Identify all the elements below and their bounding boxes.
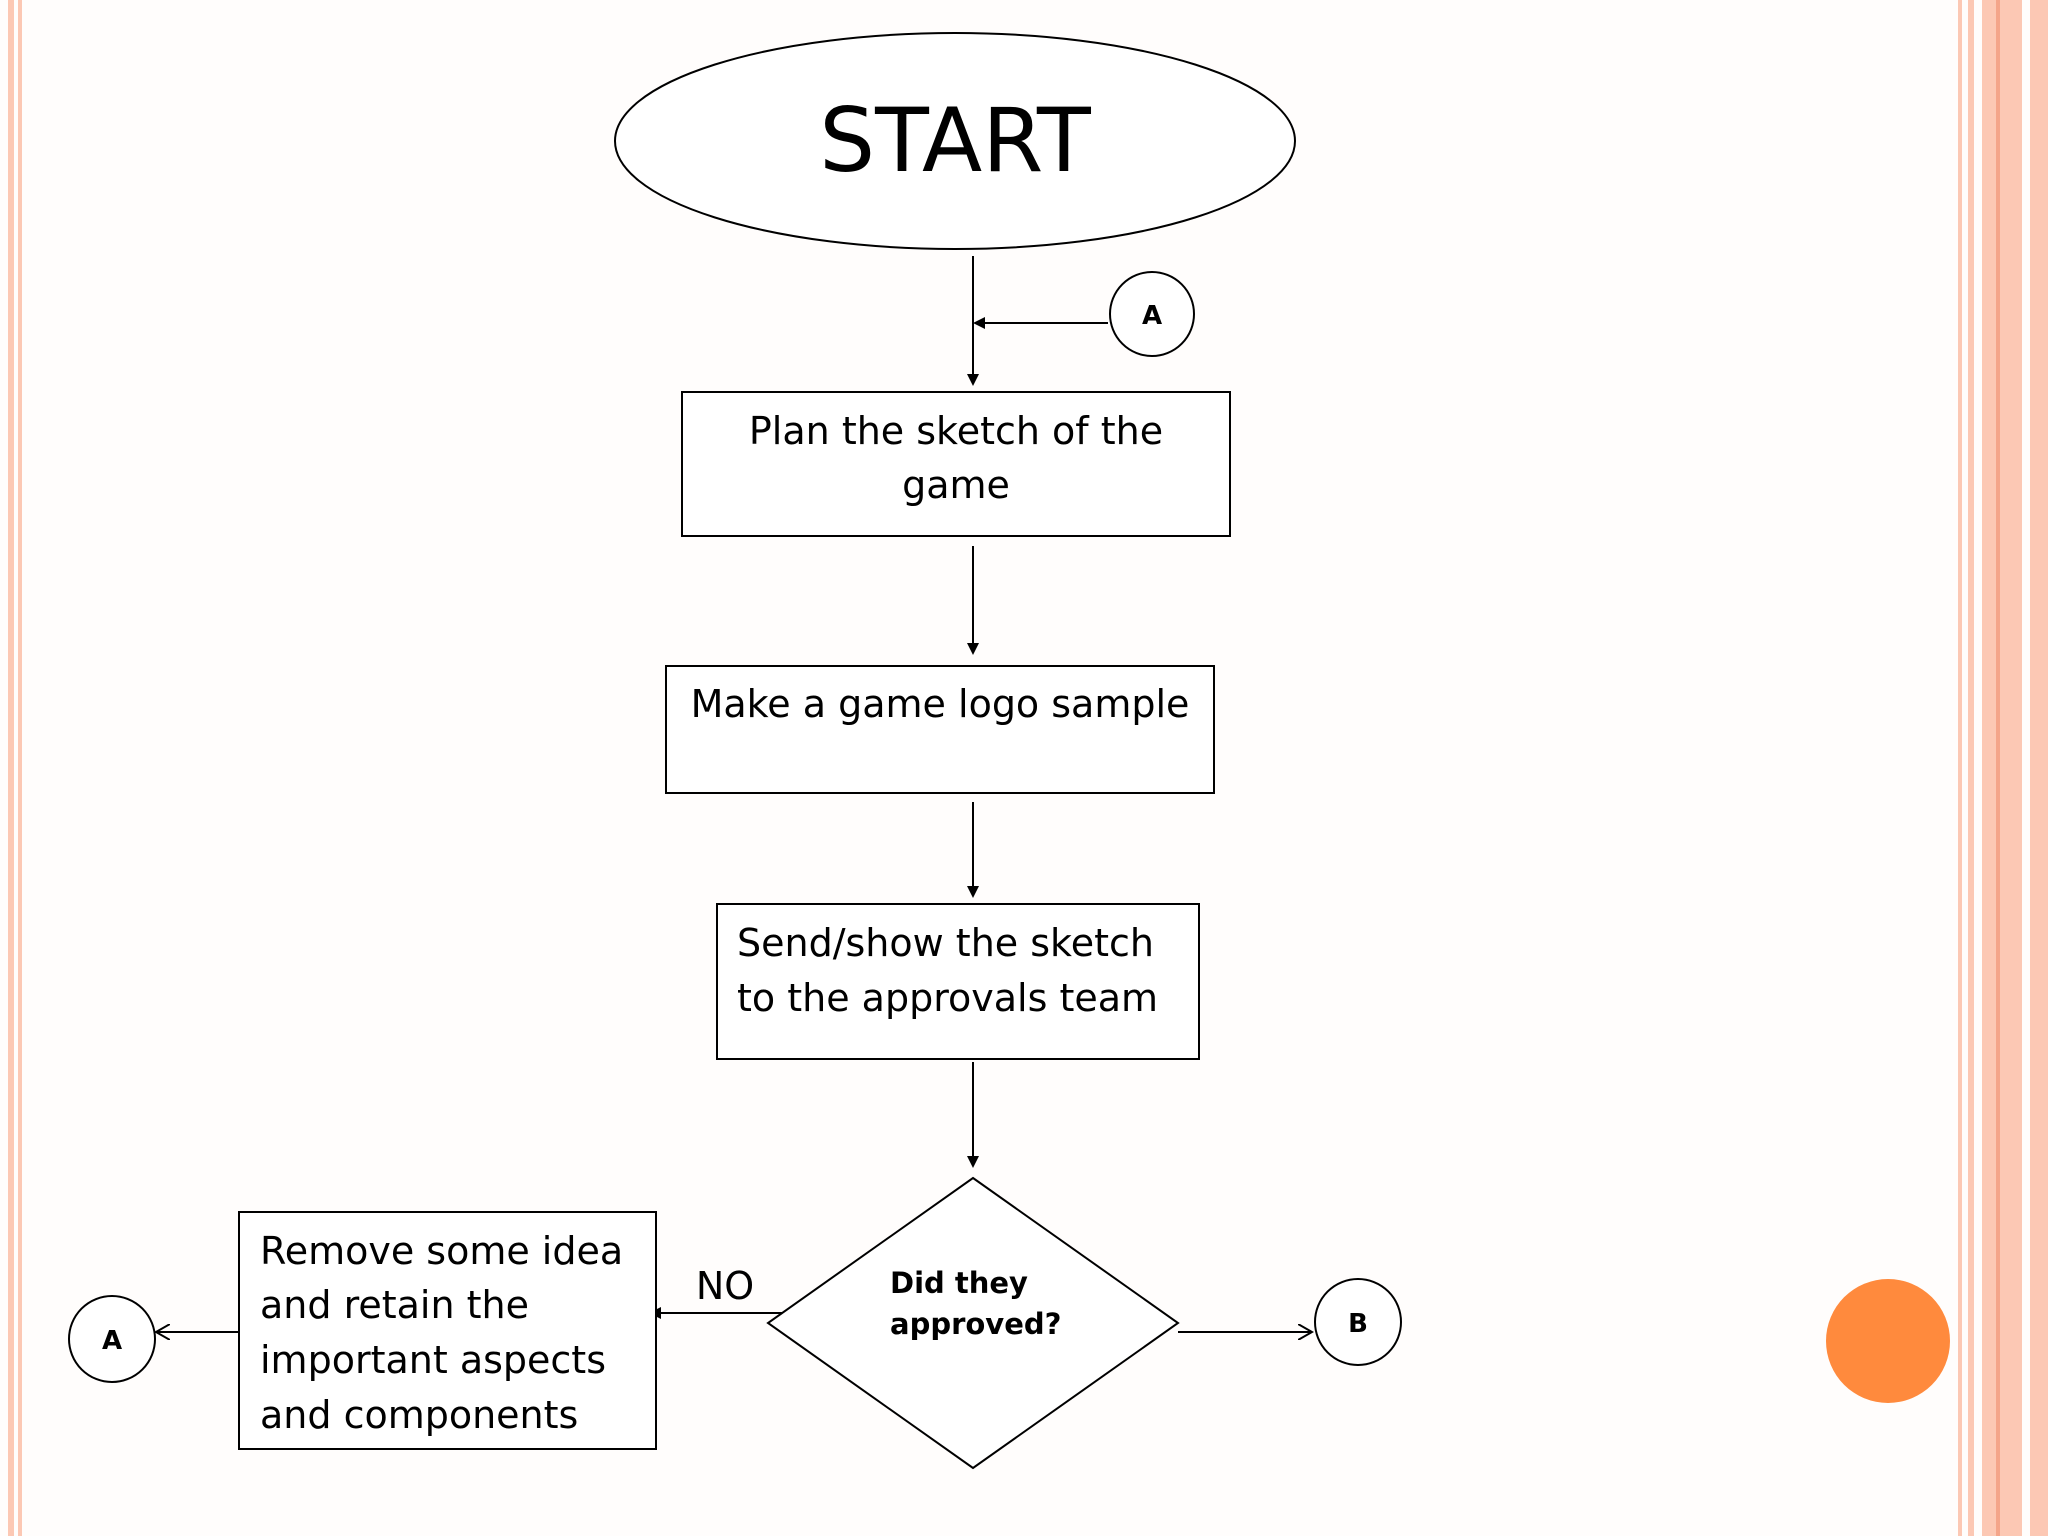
right-border-stripe-2 — [1968, 0, 1974, 1536]
connector-a-left: A — [68, 1295, 156, 1383]
decision-line-1: Did they — [890, 1266, 1028, 1300]
no-label: NO — [696, 1264, 754, 1308]
process-send-sketch: Send/show the sketch to the approvals te… — [716, 903, 1200, 1060]
plan-sketch-line-1: Plan the sketch of the — [749, 409, 1163, 453]
process-plan-sketch: Plan the sketch of the game — [681, 391, 1231, 537]
remove-idea-line-1: Remove some idea — [260, 1229, 623, 1273]
connector-b: B — [1314, 1278, 1402, 1366]
process-make-logo: Make a game logo sample — [665, 665, 1215, 794]
connector-b-label: B — [1348, 1309, 1368, 1339]
send-sketch-line-1: Send/show the sketch — [737, 921, 1154, 965]
start-label: START — [819, 89, 1092, 192]
decision-line-2: approved? — [890, 1307, 1061, 1341]
right-border-stripe-1 — [1958, 0, 1962, 1536]
left-border-stripe-outer — [8, 0, 14, 1536]
decision-approved: Did they approved? — [766, 1176, 1180, 1470]
right-border-stripe-3 — [1982, 0, 2022, 1536]
remove-idea-line-4: and components — [260, 1393, 578, 1437]
remove-idea-line-3: important aspects — [260, 1338, 606, 1382]
connector-a-top-label: A — [1142, 301, 1162, 331]
make-logo-line-1: Make a game logo sample — [691, 682, 1190, 726]
decorative-orange-dot — [1826, 1279, 1950, 1403]
start-terminal: START — [614, 32, 1296, 250]
left-border-stripe-inner — [18, 0, 22, 1536]
remove-idea-line-2: and retain the — [260, 1283, 529, 1327]
plan-sketch-line-2: game — [902, 463, 1010, 507]
process-remove-idea: Remove some idea and retain the importan… — [238, 1211, 657, 1450]
send-sketch-line-2: to the approvals team — [737, 976, 1158, 1020]
right-border-stripe-4 — [1996, 0, 2000, 1536]
right-border-stripe-5 — [2030, 0, 2048, 1536]
connector-a-left-label: A — [102, 1326, 122, 1356]
connector-a-top: A — [1109, 271, 1195, 357]
